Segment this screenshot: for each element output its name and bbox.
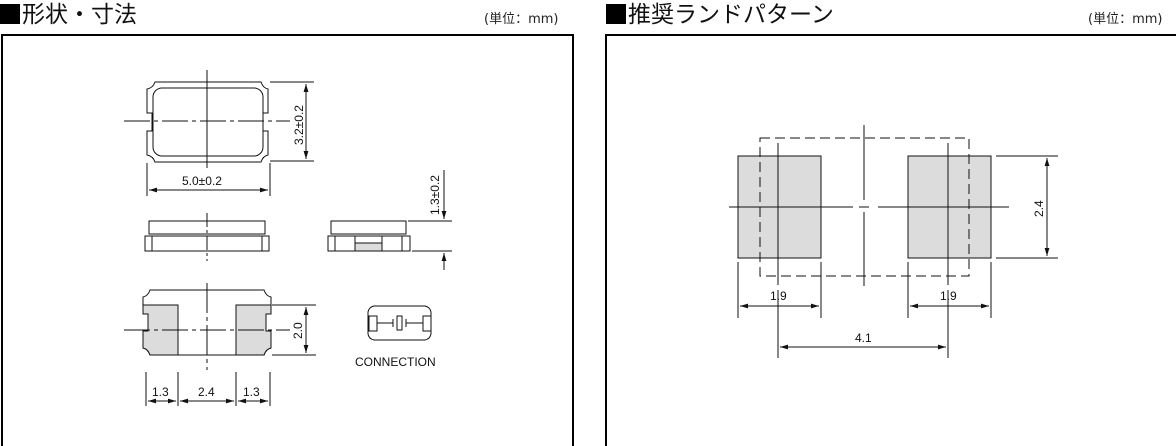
- shape-dimensions-title-text: 形状・寸法: [22, 2, 137, 28]
- land-pattern: [729, 125, 1058, 358]
- connection-label: CONNECTION: [355, 355, 436, 369]
- land-pattern-title: 推奨ランドパターン: [606, 0, 834, 30]
- land-pattern-panel: [605, 34, 1176, 446]
- pad-right-dim-label: 1.3: [243, 385, 260, 399]
- width-dim-label: 3.2±0.2: [292, 105, 306, 145]
- bottom-view: [124, 283, 316, 406]
- pad-width-dim-label: 2.0: [291, 322, 305, 339]
- height-dim-label: 1.3±0.2: [428, 175, 442, 215]
- land-height-dim-label: 2.4: [1032, 200, 1046, 217]
- left-unit-label: (単位：mm): [484, 12, 559, 27]
- side-view-front: [144, 213, 270, 261]
- square-bullet-icon: [0, 4, 20, 24]
- shape-dimensions-title: 形状・寸法: [0, 0, 137, 30]
- shape-dimensions-panel: [1, 34, 574, 446]
- pad-gap-dim-label: 2.4: [198, 385, 215, 399]
- connection-symbol-icon: [367, 305, 432, 341]
- land-pitch-label: 4.1: [855, 331, 872, 345]
- side-view-end: [327, 170, 452, 270]
- top-view: [124, 70, 314, 196]
- length-dim-label: 5.0±0.2: [182, 174, 222, 188]
- land-pattern-title-text: 推奨ランドパターン: [628, 2, 834, 28]
- land-right-width-label: 1.9: [940, 289, 957, 303]
- pad-left-dim-label: 1.3: [152, 385, 169, 399]
- square-bullet-icon: [606, 4, 626, 24]
- right-unit-label: (単位：mm): [1088, 12, 1163, 27]
- land-left-width-label: 1.9: [770, 289, 787, 303]
